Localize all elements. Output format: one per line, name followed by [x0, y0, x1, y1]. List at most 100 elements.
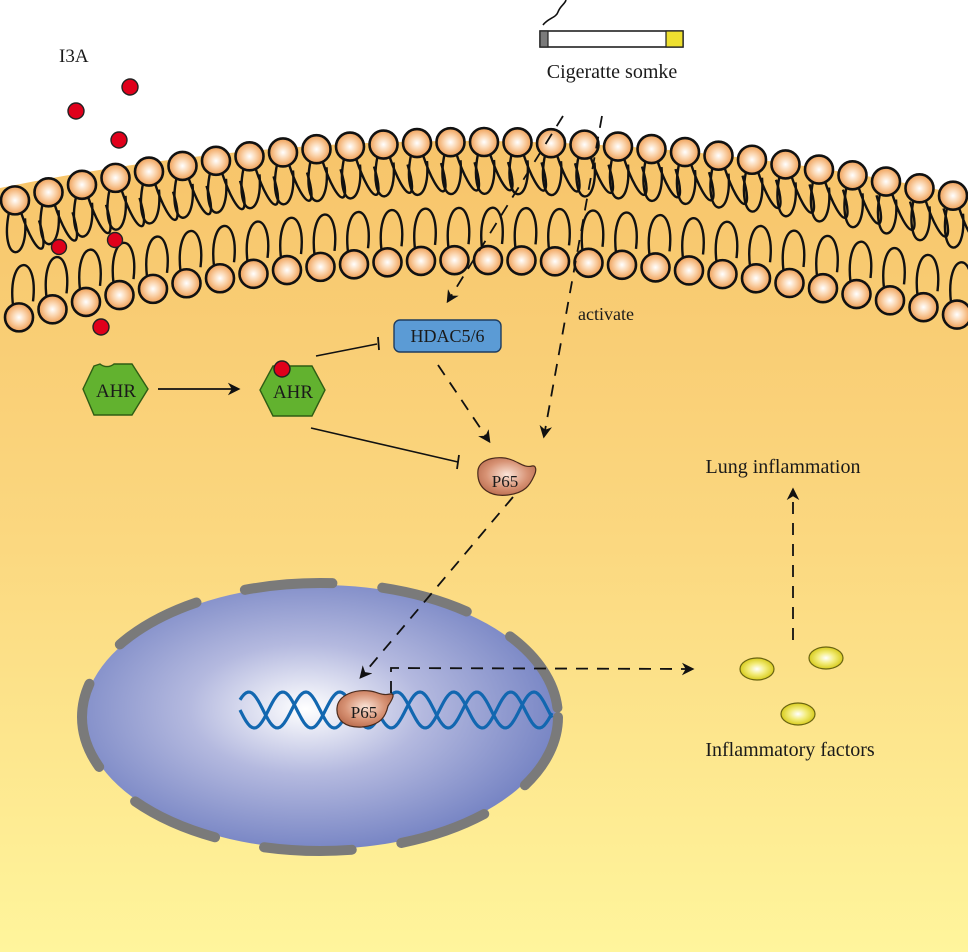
phospholipid-head: [401, 127, 433, 159]
lipid-tail: [44, 255, 69, 298]
phospholipid-head: [573, 247, 604, 279]
lipid-tail: [379, 208, 404, 251]
phospholipid-head: [171, 267, 202, 299]
label-hdac: HDAC5/6: [410, 326, 484, 346]
phospholipid-head: [502, 127, 533, 158]
lipid-tail: [312, 213, 337, 256]
lipid-tail: [245, 220, 270, 262]
phospholipid-head: [803, 154, 835, 185]
lipid-tail: [178, 229, 203, 272]
phospholipid-head: [100, 162, 131, 194]
phospholipid-head: [0, 185, 31, 216]
phospholipid-head: [774, 267, 805, 299]
lipid-tail: [848, 240, 873, 283]
inhibit-bar: [377, 336, 380, 351]
lipid-tail: [608, 158, 648, 200]
lipid-tail: [748, 224, 772, 267]
phospholipid-head: [3, 302, 35, 333]
ahr-ligand-complex: AHR: [259, 360, 326, 417]
phospholipid-head: [602, 131, 634, 162]
lipid-tail: [815, 234, 839, 277]
cigarette-icon: [539, 0, 684, 48]
hdac-box: HDAC5/6: [393, 319, 502, 353]
i3a-molecule: [50, 238, 68, 256]
lipid-tail: [949, 261, 968, 303]
phospholipid-head: [539, 246, 571, 277]
label-cigarette-smoke: Cigeratte somke: [547, 61, 678, 83]
lipid-tail: [446, 206, 471, 249]
phospholipid-head: [472, 244, 504, 276]
i3a-molecule: [121, 78, 139, 96]
phospholipid-head: [368, 129, 399, 160]
phospholipid-head: [234, 141, 265, 172]
phospholipid-head: [736, 144, 768, 176]
i3a-bound: [273, 360, 291, 378]
smoke-wisp: [542, 0, 567, 26]
label-inflammatory-factors: Inflammatory factors: [705, 739, 875, 761]
lipid-tail: [11, 263, 35, 306]
phospholipid-head: [435, 126, 466, 158]
nuclear-envelope: [77, 578, 563, 856]
p65-shape: [477, 457, 537, 496]
lipid-tail: [776, 176, 816, 218]
lipid-tail: [709, 167, 749, 209]
i3a-molecule: [92, 318, 110, 336]
factor-particle: [739, 657, 775, 681]
phospholipid-head: [33, 176, 64, 208]
lipid-tail: [407, 154, 447, 197]
phospholipid-head: [807, 272, 839, 304]
phospholipid-head: [167, 150, 198, 182]
phospholipid-head: [841, 278, 872, 310]
lipid-tail: [781, 229, 806, 272]
phospholipid-head: [133, 156, 165, 187]
p65-cytoplasm: P65: [477, 457, 537, 496]
i3a-molecule: [110, 131, 128, 149]
p65-shape: [336, 690, 394, 728]
dashed-p65-to-nucleus: [359, 496, 514, 679]
lipid-tail: [915, 253, 940, 296]
phospholipid-head: [66, 169, 98, 201]
lipid-tail: [111, 241, 136, 284]
lipid-tail: [340, 158, 380, 200]
inhibit-ahr-p65: [310, 427, 459, 463]
lipid-tail: [78, 248, 102, 291]
lipid-tail: [681, 217, 705, 259]
phospholipid-head: [636, 133, 667, 165]
lipid-tail: [474, 153, 514, 195]
factor-particle: [808, 646, 844, 670]
phospholipid-head: [703, 140, 734, 171]
lipid-tail: [279, 216, 303, 259]
phospholipid-head: [70, 286, 102, 318]
lipid-tail: [614, 211, 638, 253]
p65-nucleus: P65: [336, 690, 394, 728]
lipid-tail: [480, 206, 504, 249]
phospholipid-head: [673, 255, 705, 286]
label-i3a: I3A: [59, 46, 89, 67]
phospholipid-head: [334, 131, 366, 162]
lipid-tail: [441, 153, 481, 196]
phospholipid-head: [506, 245, 537, 276]
phospholipid-head: [941, 299, 968, 330]
phospholipid-head: [904, 173, 935, 204]
phospholipid-head: [606, 249, 638, 281]
i3a-molecule: [67, 102, 85, 120]
lipid-tail: [642, 160, 682, 203]
dna-strand-1: [238, 690, 554, 730]
phospholipid-head: [937, 180, 968, 211]
phospholipid-head: [405, 245, 437, 277]
dashed-hdac-to-p65: [437, 364, 491, 444]
lipid-tail: [547, 207, 571, 250]
phospholipid-head: [338, 248, 370, 280]
lipid-tail: [742, 171, 782, 213]
lipid-tail: [374, 156, 414, 198]
phospholipid-head: [468, 126, 500, 158]
dna-helix: [238, 690, 554, 730]
phospholipid-head: [535, 127, 567, 159]
cigarette-filter: [665, 30, 684, 48]
phospholipid-head: [707, 258, 738, 290]
phospholipid-head: [569, 129, 600, 160]
hdac-rect: [393, 319, 502, 353]
i3a-molecule: [106, 231, 124, 249]
inhibit-ahr-hdac: [315, 343, 378, 357]
